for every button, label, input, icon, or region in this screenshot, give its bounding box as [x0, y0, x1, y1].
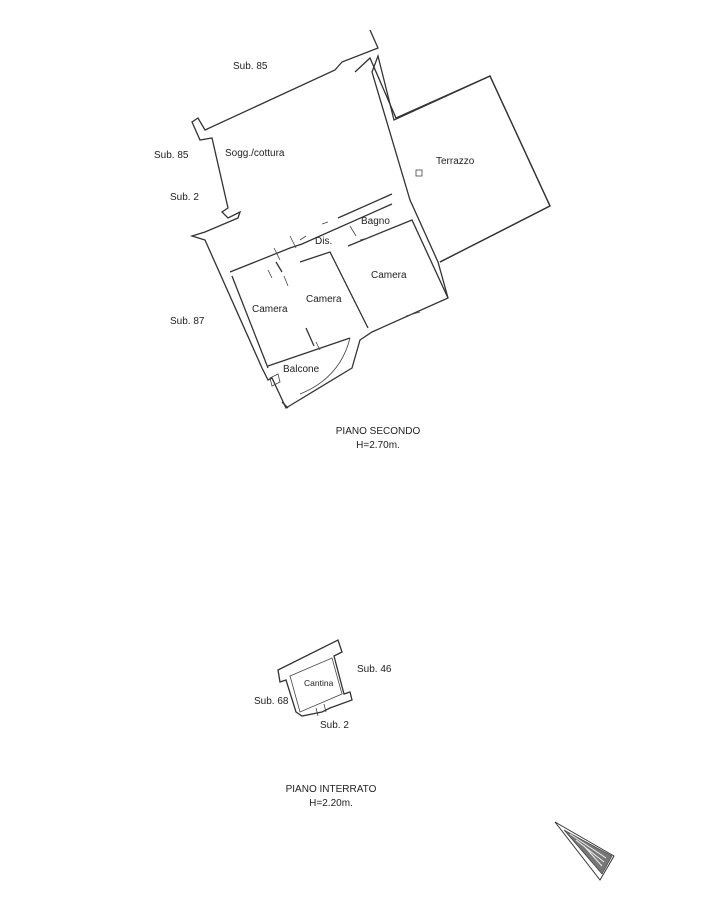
floor-height-interrato: H=2.20m. [309, 798, 353, 809]
interior-wall-camera-left [231, 261, 315, 369]
room-sogg-cottura: Sogg./cottura [225, 148, 285, 159]
second-floor-plan: Sogg./cottura Terrazzo Bagno Dis. Camera… [154, 29, 551, 451]
floor-title-interrato: PIANO INTERRATO [286, 784, 377, 795]
interior-wall-horizontal [229, 203, 393, 273]
basement-plan: Cantina Sub. 46 Sub. 68 Sub. 2 PIANO INT… [254, 639, 392, 809]
neighbor-sub46: Sub. 46 [357, 664, 392, 675]
floor-title-secondo: PIANO SECONDO [336, 426, 421, 437]
cantina-walls [277, 639, 353, 717]
neighbor-sub85-top: Sub. 85 [233, 61, 268, 72]
room-camera-center: Camera [306, 294, 342, 305]
room-dis: Dis. [315, 236, 332, 247]
terrace-column [415, 169, 423, 177]
balcone-steps [269, 373, 281, 387]
floor-height-secondo: H=2.70m. [356, 440, 400, 451]
interior-wall-camera3 [347, 219, 449, 299]
balcony-door-swing [299, 337, 351, 395]
room-balcone: Balcone [283, 364, 320, 375]
neighbor-sub87: Sub. 87 [170, 316, 205, 327]
terrace-outline [354, 56, 551, 263]
cantina-door [315, 703, 327, 717]
room-camera-left: Camera [252, 304, 288, 315]
north-arrow-icon [554, 821, 615, 881]
interior-wall-bagno [337, 193, 393, 219]
room-cantina: Cantina [304, 678, 334, 688]
door-marks [267, 221, 421, 351]
cantina-inner [289, 657, 343, 713]
balcony-rail [267, 337, 351, 409]
neighbor-sub2: Sub. 2 [170, 192, 199, 203]
apartment-outer-walls [189, 29, 551, 409]
interior-wall-camera2 [299, 251, 369, 329]
neighbor-sub2-basement: Sub. 2 [320, 720, 349, 731]
room-camera-right: Camera [371, 270, 407, 281]
neighbor-sub68: Sub. 68 [254, 696, 289, 707]
room-terrazzo: Terrazzo [436, 156, 475, 167]
neighbor-sub85-left: Sub. 85 [154, 150, 189, 161]
room-bagno: Bagno [361, 216, 390, 227]
